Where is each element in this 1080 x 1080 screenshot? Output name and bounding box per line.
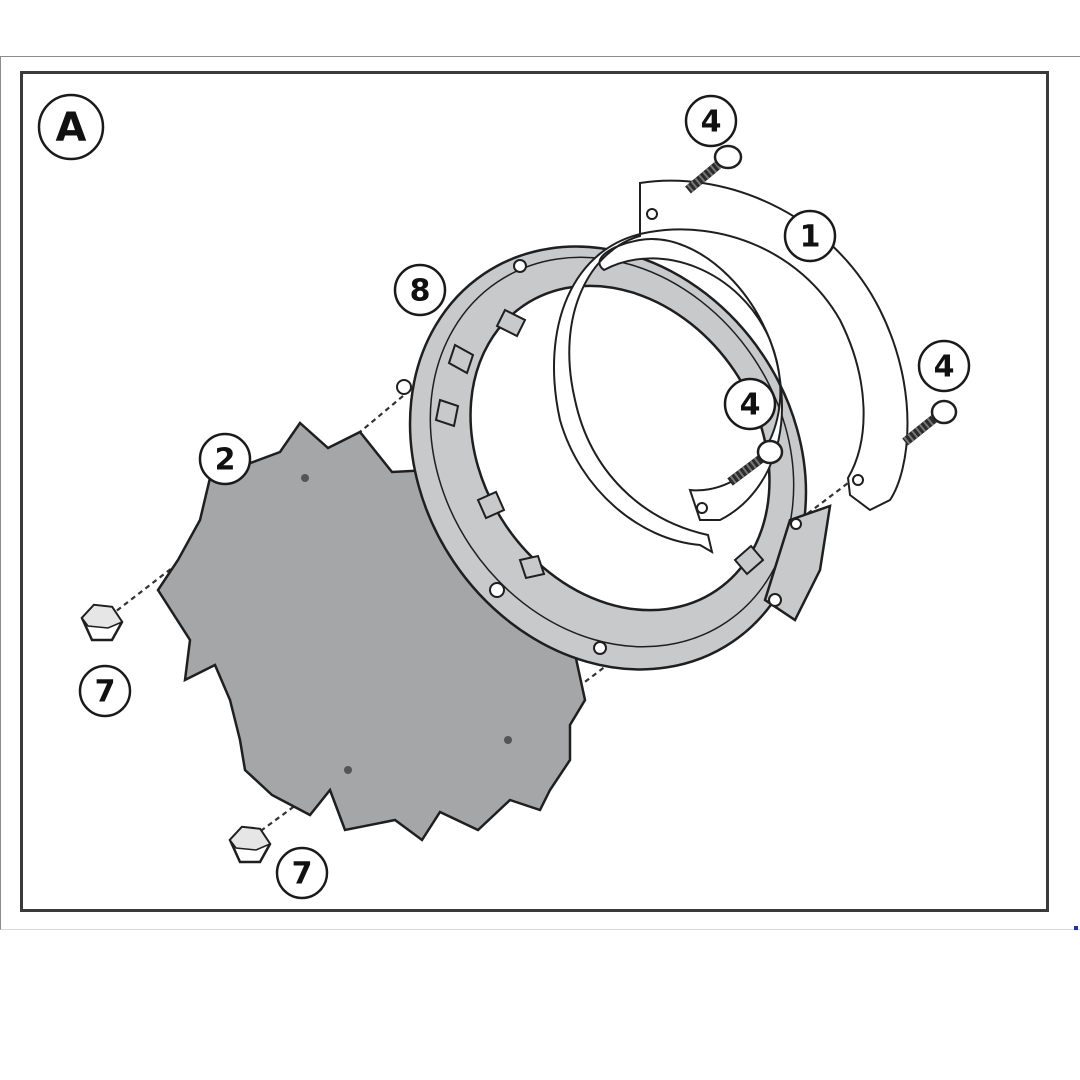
callout-part-2: 2 [198, 432, 252, 486]
flange-side-tab [763, 504, 832, 622]
callout-part-4-top-text: 4 [701, 105, 722, 140]
thin-ring-hole-right [852, 474, 864, 486]
flange-fastener-6 [790, 518, 802, 530]
screw-middle-head [756, 439, 784, 465]
flange-fastener-1 [396, 379, 412, 395]
flange-fastener-4 [593, 641, 607, 655]
screw-top-head [713, 144, 743, 170]
thin-ring-hole-top [646, 208, 658, 220]
callout-part-4-middle: 4 [723, 377, 777, 431]
callout-part-7-lower: 7 [275, 846, 329, 900]
flange-notch-3 [495, 308, 527, 338]
section-label-circle [37, 93, 105, 161]
callout-part-7-lower-circle [275, 846, 329, 900]
thin-ring-hole-middle [696, 502, 708, 514]
callout-part-7-lower-text: 7 [292, 857, 313, 892]
flange-ring-inner [469, 284, 771, 612]
nut-upper-top [81, 604, 124, 629]
flange-ring [396, 245, 832, 671]
section-label: A [37, 93, 105, 161]
tank-plate-edge [329, 789, 346, 831]
corner-marker [1074, 926, 1078, 930]
flange-fastener-3 [489, 582, 505, 598]
callout-part-8: 8 [393, 263, 447, 317]
callout-part-4-middle-text: 4 [740, 388, 761, 423]
assembly-line-nut-upper [114, 557, 186, 613]
flange-notch-6 [733, 544, 765, 576]
plate-hole-bottom-left [344, 766, 352, 774]
callout-part-1-text: 1 [800, 220, 821, 255]
flange-ring-bevel [429, 256, 795, 648]
callout-part-4-right-circle [917, 339, 971, 393]
callout-part-4-top: 4 [684, 94, 738, 148]
nut-lower-top [229, 826, 272, 851]
callout-part-7-upper-text: 7 [95, 675, 116, 710]
callout-part-8-circle [393, 263, 447, 317]
callout-part-4-right: 4 [917, 339, 971, 393]
flange-notch-2 [434, 398, 460, 428]
screw-middle [727, 439, 784, 486]
flange-fastener-2 [513, 259, 527, 273]
callout-part-2-text: 2 [215, 443, 236, 478]
callout-part-8-text: 8 [410, 274, 431, 309]
screw-right-head [930, 399, 958, 425]
screw-right-thread [902, 414, 938, 446]
flange-notch-4 [476, 490, 506, 520]
screw-top-thread [685, 161, 721, 194]
screw-right [902, 399, 958, 446]
screw-top [685, 144, 743, 194]
callout-part-7-upper: 7 [78, 664, 132, 718]
nut-upper [80, 603, 124, 642]
screw-middle-thread [727, 454, 765, 486]
callout-part-1: 1 [783, 209, 837, 263]
plate-hole-top [301, 474, 309, 482]
plate-hole-bottom-right [504, 736, 512, 744]
callout-part-2-circle [198, 432, 252, 486]
nut-lower [228, 825, 272, 864]
callout-part-4-top-circle [684, 94, 738, 148]
thin-ring [553, 179, 909, 555]
callout-part-1-circle [783, 209, 837, 263]
callout-part-4-middle-circle [723, 377, 777, 431]
flange-fastener-5 [768, 593, 782, 607]
thin-ring-shape [553, 179, 909, 555]
callout-part-7-upper-circle [78, 664, 132, 718]
flange-notch-5 [518, 554, 546, 580]
callout-part-4-right-text: 4 [934, 350, 955, 385]
section-label-text: A [56, 105, 87, 151]
flange-notch-1 [447, 343, 475, 375]
